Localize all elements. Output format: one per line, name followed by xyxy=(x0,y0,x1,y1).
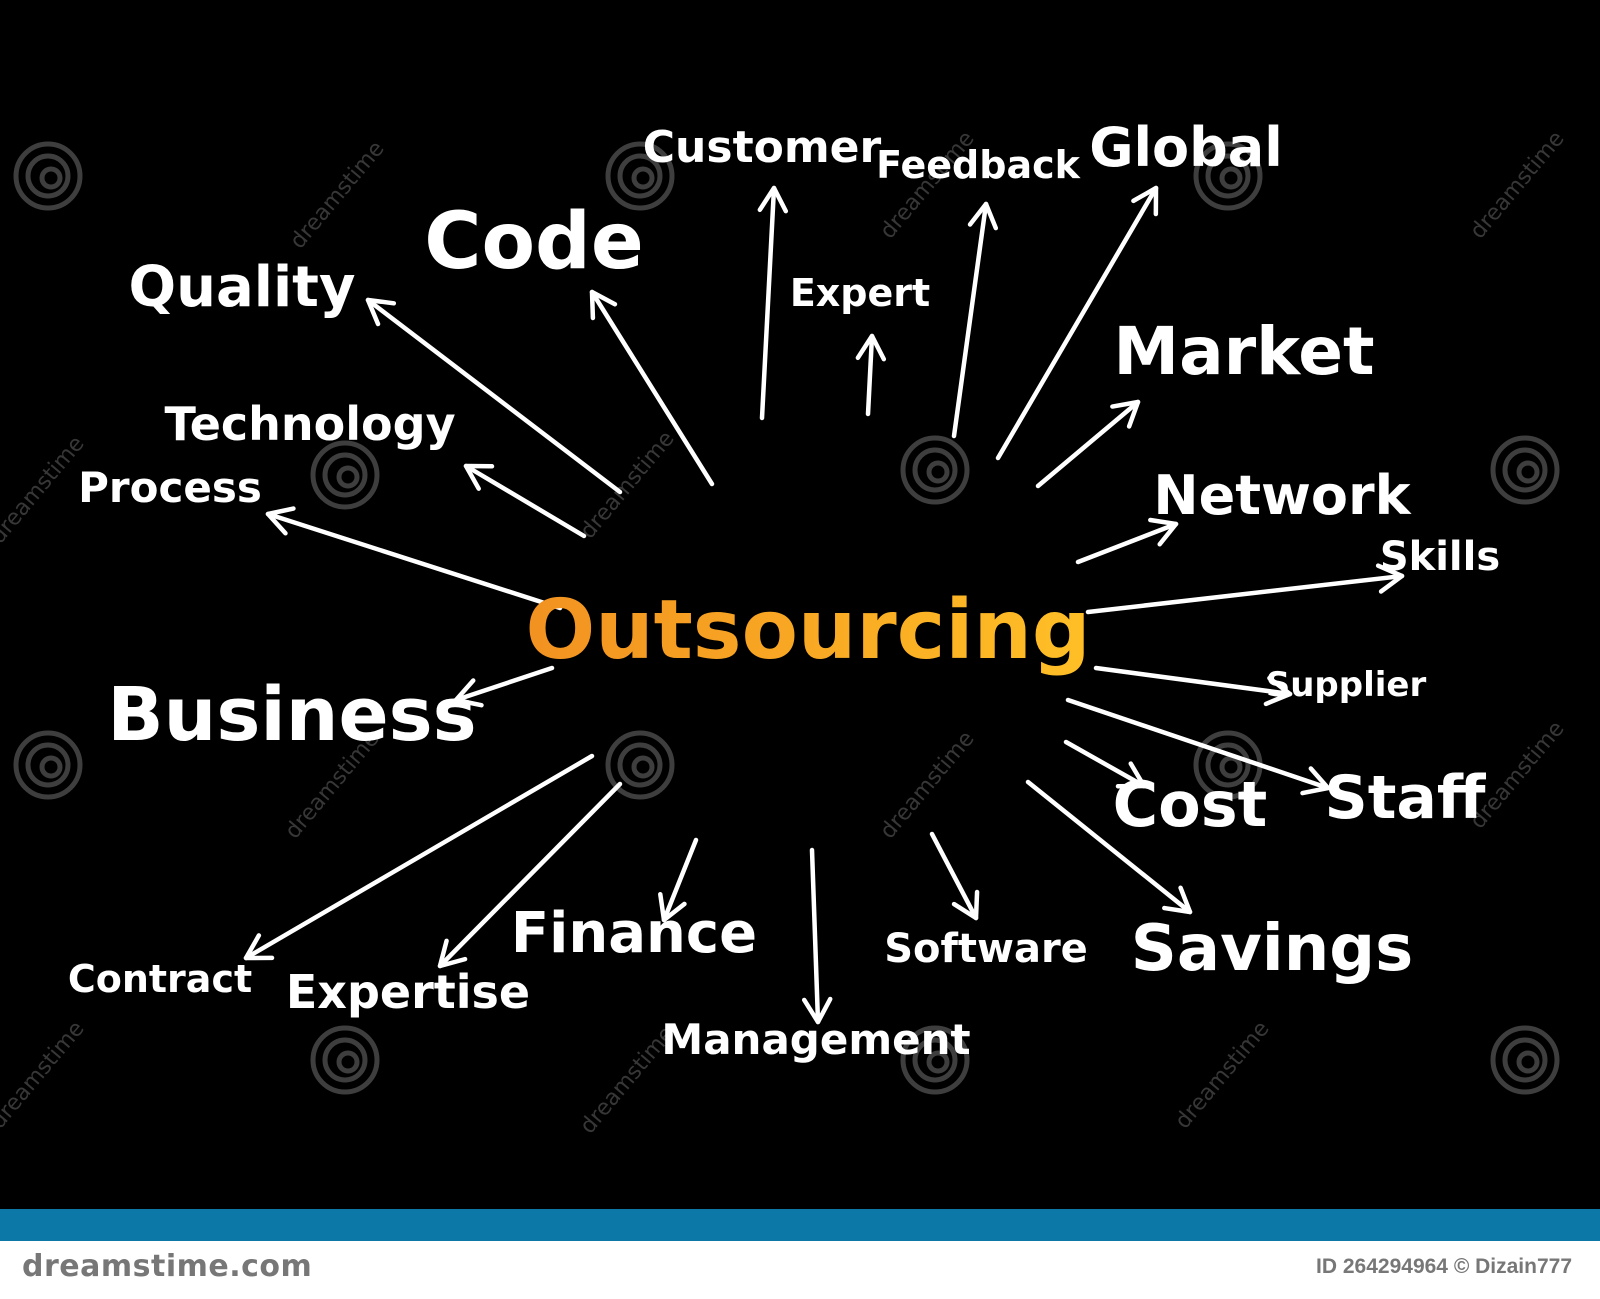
watermark-spiral-icon xyxy=(313,1028,377,1092)
center-topic: Outsourcing xyxy=(525,583,1090,678)
watermark-text: dreamstime xyxy=(1465,127,1569,244)
footer: dreamstime.com ID 264294964 © Dizain777 xyxy=(0,1209,1600,1299)
footer-brand-link[interactable]: dreamstime.com xyxy=(22,1249,313,1284)
arrowhead-cost xyxy=(1115,761,1147,789)
mindmap-canvas: dreamstime dreamstime dreamstime dreamst… xyxy=(0,116,1570,1139)
arrowhead-staff xyxy=(1300,766,1331,796)
arrow-to-feedback xyxy=(951,201,989,439)
arrow-to-global xyxy=(995,185,1159,461)
arrowhead-network xyxy=(1148,517,1179,547)
arrow-to-staff xyxy=(1065,697,1331,791)
branch-customer: Customer xyxy=(643,122,882,173)
arrowhead-customer xyxy=(757,185,789,214)
branch-finance: Finance xyxy=(511,901,757,966)
branch-cost: Cost xyxy=(1113,768,1268,841)
arrowhead-quality xyxy=(365,297,397,327)
branch-software: Software xyxy=(884,926,1088,972)
arrow-to-technology xyxy=(463,463,587,539)
arrow-to-network xyxy=(1075,521,1179,565)
arrowhead-expertise xyxy=(437,938,468,969)
watermark-spiral-icon xyxy=(903,438,967,502)
watermark-text: dreamstime xyxy=(1170,1017,1274,1134)
watermark-spiral-icon xyxy=(16,733,80,797)
arrow-to-expertise xyxy=(437,781,623,969)
arrow-to-market xyxy=(1035,399,1141,489)
branch-supplier: Supplier xyxy=(1266,665,1427,705)
arrowhead-process xyxy=(265,506,296,536)
arrowhead-global xyxy=(1131,185,1159,217)
watermark-spiral-icon xyxy=(1493,1028,1557,1092)
branch-feedback: Feedback xyxy=(876,143,1081,187)
arrowhead-savings xyxy=(1162,885,1193,915)
arrowhead-software xyxy=(951,889,980,921)
arrowhead-skills xyxy=(1375,563,1405,594)
branch-quality: Quality xyxy=(129,255,356,320)
watermark-spiral-icon xyxy=(16,144,80,208)
watermark-text: dreamstime xyxy=(575,427,679,544)
arrow-to-management xyxy=(809,847,821,1025)
arrow-to-software xyxy=(929,831,979,921)
branch-staff: Staff xyxy=(1325,763,1487,833)
arrowhead-expert xyxy=(855,333,887,362)
branch-management: Management xyxy=(661,1015,970,1064)
watermark-text: dreamstime xyxy=(285,137,389,254)
mindmap-svg: dreamstime dreamstime dreamstime dreamst… xyxy=(0,116,1570,1139)
footer-bar xyxy=(0,1209,1600,1241)
arrowhead-business xyxy=(453,678,484,708)
branch-savings: Savings xyxy=(1131,912,1413,986)
arrow-to-code xyxy=(589,289,715,487)
arrowhead-finance xyxy=(658,892,687,923)
branch-contract: Contract xyxy=(68,957,252,1001)
branch-code: Code xyxy=(424,197,644,287)
branch-market: Market xyxy=(1113,313,1374,390)
branch-expert: Expert xyxy=(790,271,930,315)
arrow-to-customer xyxy=(759,185,777,421)
branch-technology: Technology xyxy=(164,397,455,451)
arrow-layer xyxy=(243,185,1405,1025)
arrow-to-contract xyxy=(243,753,595,961)
arrow-to-expert xyxy=(865,333,875,417)
branch-global: Global xyxy=(1089,116,1283,179)
footer-image-id: ID 264294964 © Dizain777 xyxy=(1316,1255,1572,1278)
branch-words: Quality Code Customer Expert Feedback Gl… xyxy=(68,116,1500,1064)
branch-process: Process xyxy=(78,463,262,512)
watermark-text: dreamstime xyxy=(875,727,979,844)
watermark-spiral-icon xyxy=(313,443,377,507)
arrow-to-skills xyxy=(1085,573,1405,615)
arrow-to-quality xyxy=(365,297,623,495)
branch-business: Business xyxy=(107,672,476,758)
arrow-to-process xyxy=(265,511,563,611)
arrowhead-supplier xyxy=(1263,675,1293,707)
arrowhead-management xyxy=(801,996,833,1025)
arrowhead-code xyxy=(589,289,618,321)
arrow-to-cost xyxy=(1063,739,1147,789)
watermark-text: dreamstime xyxy=(0,432,90,549)
watermark-spiral-icon xyxy=(1493,438,1557,502)
branch-expertise: Expertise xyxy=(286,965,530,1019)
arrow-to-savings xyxy=(1025,779,1193,915)
arrowhead-feedback xyxy=(967,201,999,231)
branch-skills: Skills xyxy=(1380,534,1500,580)
arrowhead-technology xyxy=(463,463,495,491)
branch-network: Network xyxy=(1153,464,1411,527)
arrow-to-finance xyxy=(661,837,699,923)
arrowhead-market xyxy=(1110,399,1141,429)
arrowhead-contract xyxy=(243,933,275,961)
watermark-text: dreamstime xyxy=(0,1017,90,1134)
arrow-to-supplier xyxy=(1093,665,1293,697)
arrow-to-business xyxy=(453,665,555,703)
